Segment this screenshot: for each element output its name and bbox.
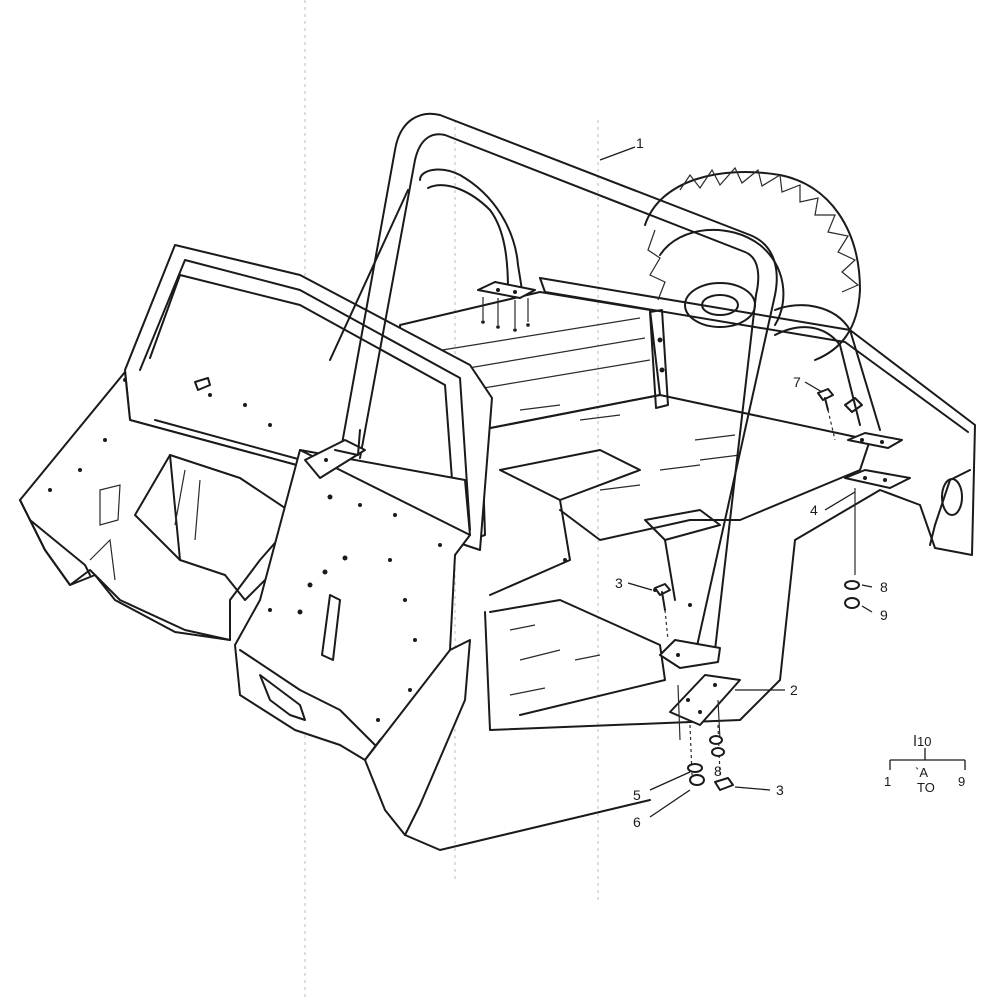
callout-5: 5 bbox=[633, 787, 641, 803]
reference-legend: 10 1 `A TO 9 bbox=[884, 734, 966, 795]
callout-7: 7 bbox=[793, 374, 801, 390]
callouts: 1 2 3 3 4 5 6 7 8 8 9 bbox=[615, 135, 888, 830]
roll-bar bbox=[304, 112, 903, 669]
callout-9: 9 bbox=[880, 607, 888, 623]
mounting-plate-2 bbox=[669, 674, 741, 741]
callout-2: 2 bbox=[790, 682, 798, 698]
leader-lines bbox=[599, 146, 873, 818]
callout-8-lower: 8 bbox=[714, 763, 722, 779]
callout-3-lower: 3 bbox=[776, 782, 784, 798]
legend-mid-top: `A bbox=[915, 765, 928, 780]
callout-3-upper: 3 bbox=[615, 575, 623, 591]
legend-top: 10 bbox=[917, 734, 931, 749]
side-panel-assembly bbox=[19, 244, 692, 851]
mounting-plate-4 bbox=[844, 469, 911, 575]
callout-4: 4 bbox=[810, 502, 818, 518]
callout-1: 1 bbox=[636, 135, 644, 151]
legend-mid-bottom: TO bbox=[917, 780, 935, 795]
legend-right: 9 bbox=[958, 774, 965, 789]
fasteners bbox=[654, 388, 863, 791]
callout-8-right: 8 bbox=[880, 579, 888, 595]
callout-6: 6 bbox=[633, 814, 641, 830]
legend-left: 1 bbox=[884, 774, 891, 789]
